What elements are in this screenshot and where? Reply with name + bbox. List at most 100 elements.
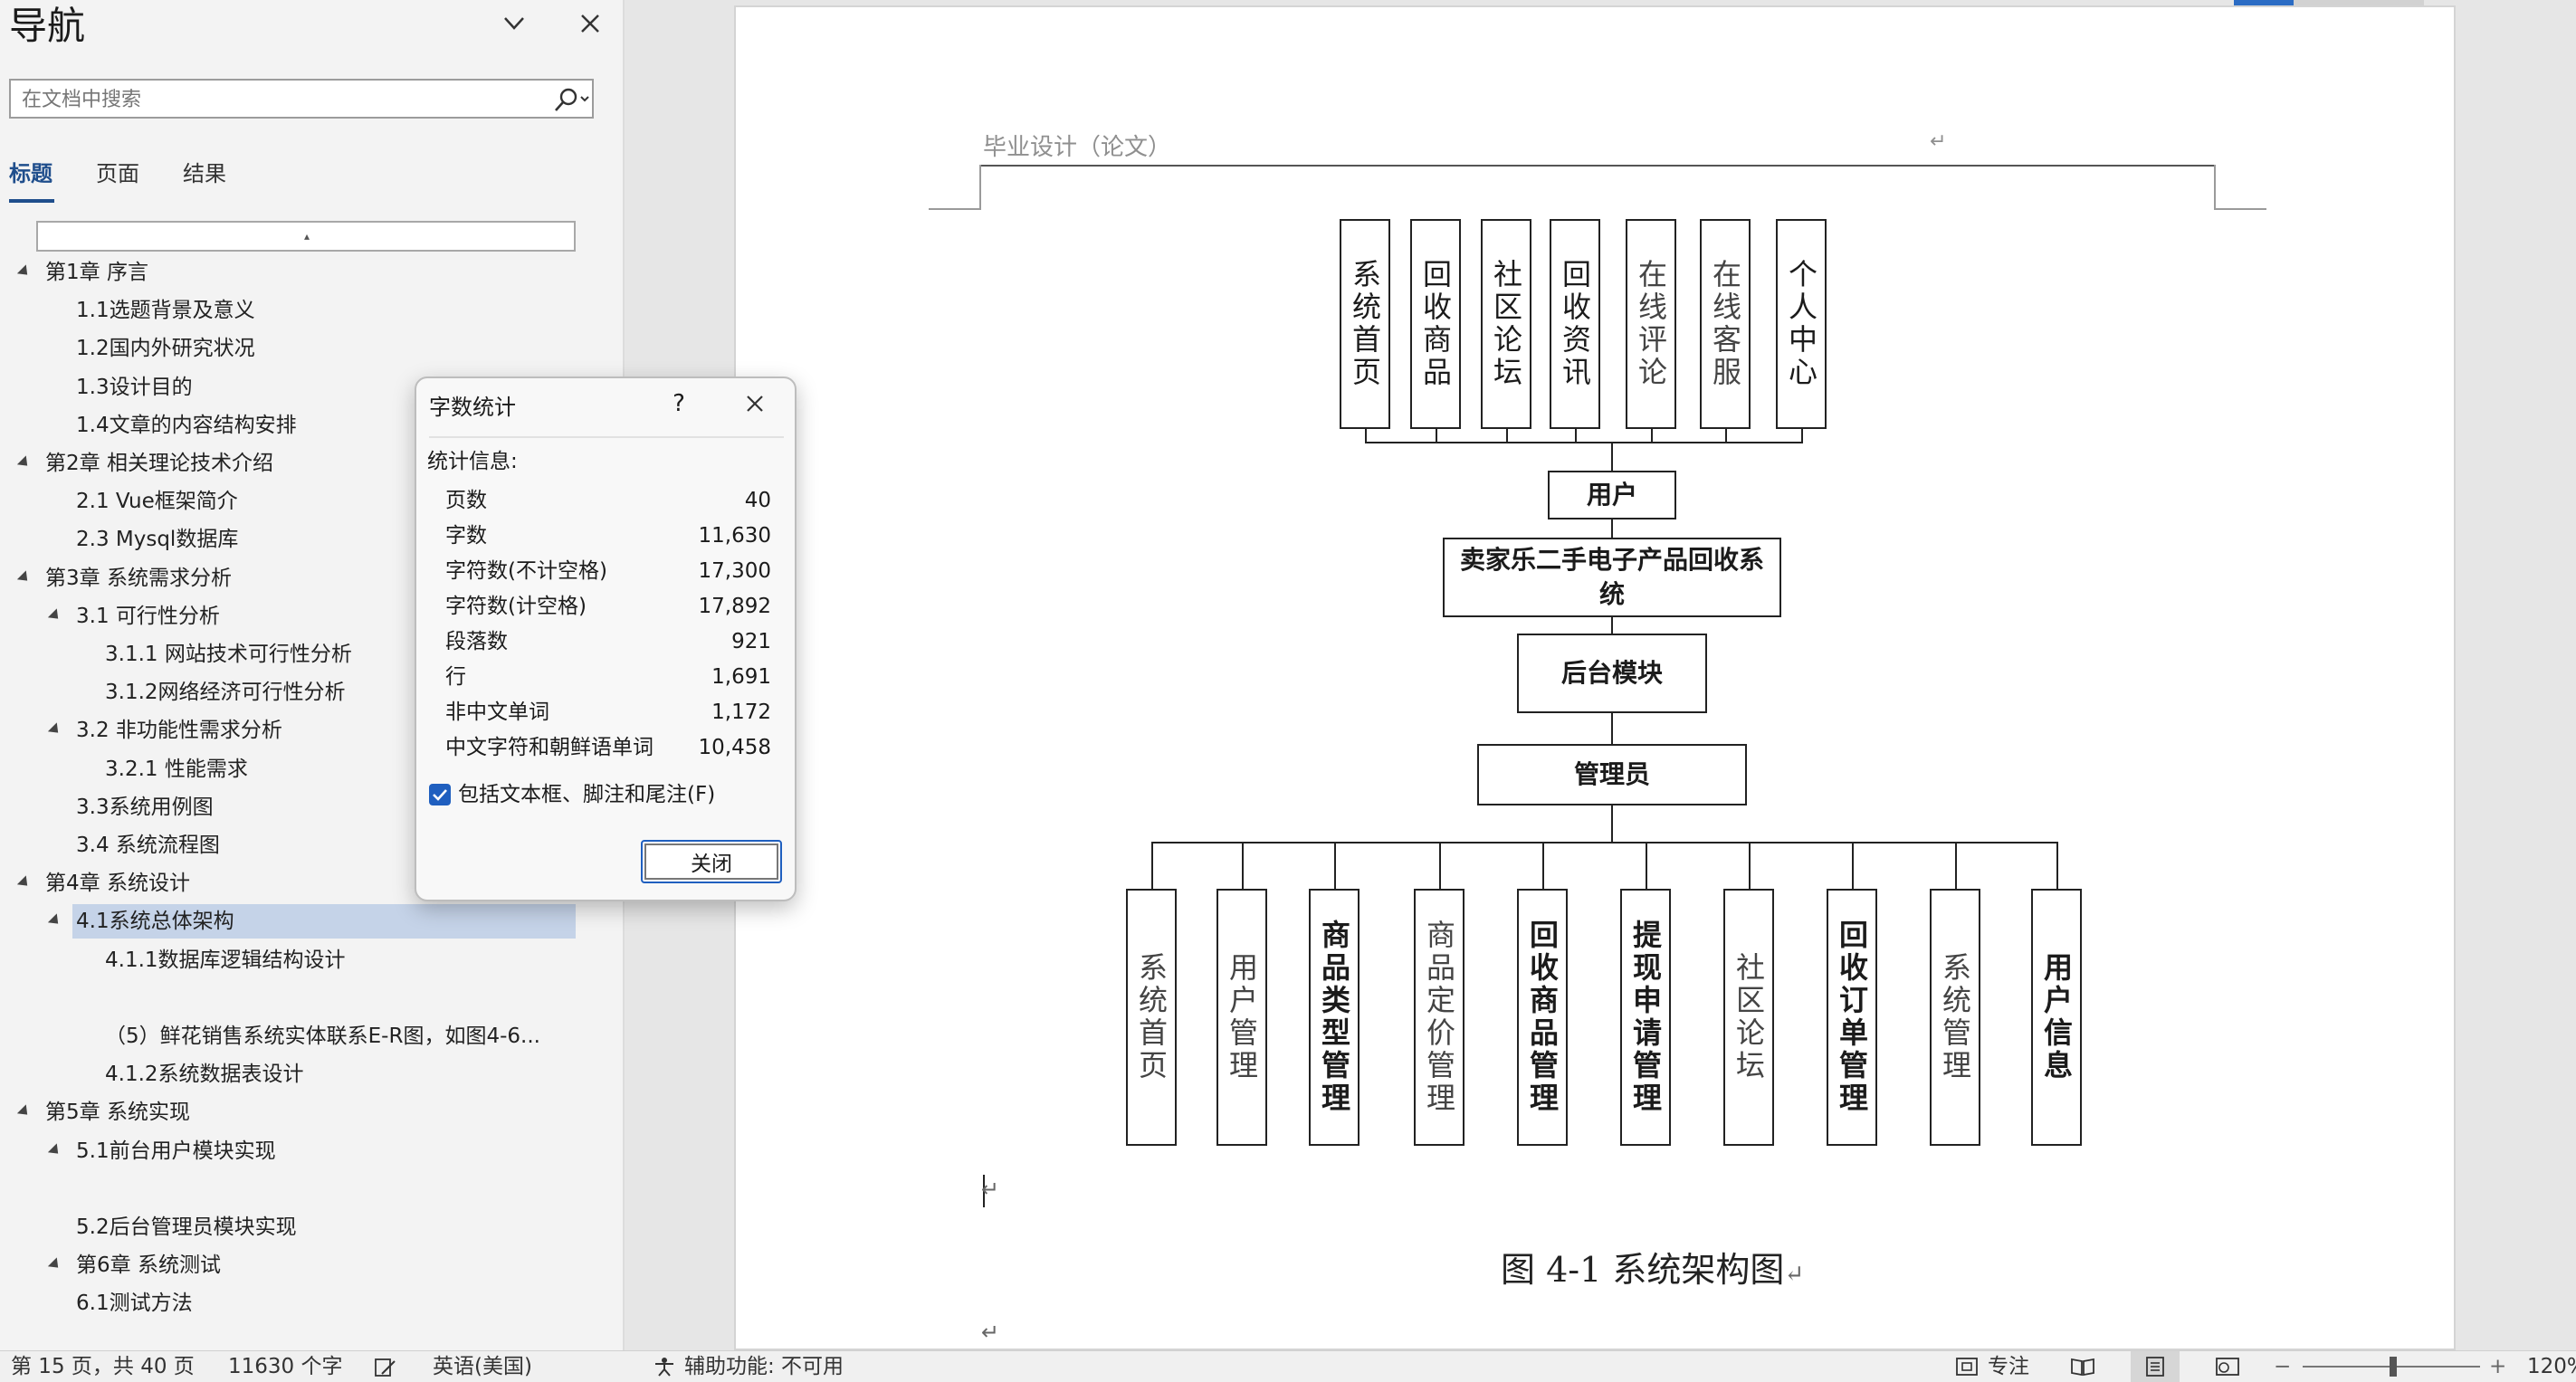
stat-value: 10,458 [698, 736, 771, 759]
expand-triangle-icon[interactable] [47, 1257, 63, 1272]
nav-heading-item[interactable]: 第5章 系统实现 [0, 1095, 615, 1129]
word-count[interactable]: 11630 个字 [228, 1355, 343, 1378]
nav-heading-item[interactable]: 2.3 Mysql数据库 [0, 522, 615, 557]
bottom-module-box: 用户信息 [2031, 889, 2082, 1146]
expand-triangle-icon[interactable] [16, 569, 33, 586]
tab-results[interactable]: 结果 [183, 161, 226, 186]
connector-line [1651, 429, 1653, 443]
nav-heading-item[interactable]: 4.1系统总体架构 [47, 904, 576, 939]
close-button[interactable]: 关闭 [641, 840, 782, 883]
nav-heading-item[interactable]: 5.1前台用户模块实现 [0, 1134, 615, 1168]
bottom-module-box: 商品定价管理 [1414, 889, 1465, 1146]
expand-triangle-icon[interactable] [47, 1142, 63, 1158]
close-icon[interactable] [739, 387, 771, 420]
crop-mark [2214, 208, 2266, 210]
bottom-module-box: 回收商品管理 [1517, 889, 1568, 1146]
chevron-down-icon[interactable] [494, 4, 534, 43]
nav-heading-item[interactable]: 3.1 可行性分析 [0, 599, 615, 634]
close-icon[interactable] [570, 4, 610, 43]
connector-line [1955, 842, 1957, 889]
expand-triangle-icon[interactable] [47, 913, 63, 929]
scroll-indicator[interactable] [2234, 0, 2294, 5]
tab-pages[interactable]: 页面 [96, 161, 139, 186]
nav-heading-item[interactable]: 第2章 相关理论技术介绍 [0, 446, 615, 481]
tab-headings[interactable]: 标题 [9, 161, 52, 186]
nav-heading-item[interactable]: 3.4 系统流程图 [0, 828, 615, 863]
read-mode-icon[interactable] [2069, 1356, 2096, 1377]
help-icon[interactable]: ? [673, 390, 685, 417]
zoom-level[interactable]: 120% [2527, 1355, 2576, 1378]
nav-heading-label: 5.1前台用户模块实现 [76, 1139, 276, 1163]
nav-heading-item[interactable]: 1.1选题背景及意义 [0, 293, 615, 328]
nav-title: 导航 [9, 4, 86, 48]
stat-row: 字数 11,630 [445, 519, 771, 553]
expand-triangle-icon[interactable] [16, 1104, 33, 1120]
search-icon[interactable] [552, 86, 592, 113]
search-box [9, 79, 594, 119]
focus-icon[interactable] [1953, 1356, 1980, 1377]
top-module-box: 系统首页 [1340, 219, 1390, 429]
nav-heading-label: 3.1.1 网站技术可行性分析 [105, 643, 352, 666]
focus-label[interactable]: 专注 [1988, 1355, 2029, 1378]
expand-triangle-icon[interactable] [16, 264, 33, 280]
nav-heading-item[interactable]: 3.2 非功能性需求分析 [0, 713, 615, 748]
stat-value: 11,630 [698, 524, 771, 548]
nav-heading-item[interactable]: 第4章 系统设计 [0, 866, 615, 901]
connector-line [1801, 429, 1803, 443]
language-indicator[interactable]: 英语(美国) [433, 1355, 532, 1378]
nav-heading-item[interactable]: 2.1 Vue框架简介 [0, 484, 615, 519]
nav-heading-item[interactable]: 第6章 系统测试 [0, 1248, 615, 1282]
stat-value: 17,892 [698, 595, 771, 618]
nav-heading-label: 2.1 Vue框架简介 [76, 490, 238, 514]
nav-heading-item[interactable]: 第3章 系统需求分析 [0, 561, 615, 596]
zoom-out-icon[interactable]: − [2274, 1355, 2292, 1378]
nav-heading-item[interactable]: 第1章 序言 [0, 255, 615, 290]
nav-heading-item[interactable] [0, 1172, 615, 1206]
stat-label: 中文字符和朝鲜语单词 [445, 736, 654, 759]
print-layout-icon[interactable] [2142, 1356, 2169, 1377]
include-textbox-checkbox[interactable] [429, 784, 451, 805]
nav-heading-item[interactable]: 4.1.1数据库逻辑结构设计 [0, 943, 615, 977]
nav-heading-item[interactable]: 3.1.1 网站技术可行性分析 [0, 637, 615, 672]
nav-heading-item[interactable]: 3.2.1 性能需求 [0, 752, 615, 786]
connector-line [1439, 842, 1441, 889]
accessibility-status[interactable]: 辅助功能: 不可用 [684, 1355, 844, 1378]
nav-heading-item[interactable]: 5.2后台管理员模块实现 [0, 1210, 615, 1244]
page-header-text: 毕业设计（论文） [983, 134, 1172, 161]
accessibility-icon[interactable] [652, 1356, 677, 1377]
backend-box: 后台模块 [1517, 634, 1707, 713]
nav-heading-item[interactable]: 1.2国内外研究状况 [0, 331, 615, 366]
nav-heading-item[interactable]: 4.1.2系统数据表设计 [0, 1057, 615, 1091]
expand-triangle-icon[interactable] [47, 722, 63, 739]
zoom-slider-thumb[interactable] [2390, 1357, 2397, 1377]
nav-heading-item[interactable]: 1.3设计目的 [0, 370, 615, 405]
nav-heading-item[interactable] [0, 981, 615, 1015]
nav-heading-label: 第5章 系统实现 [45, 1101, 190, 1125]
search-input[interactable] [20, 81, 539, 119]
connector-line [1151, 842, 1153, 889]
heading-filter-bar[interactable]: ▴ [36, 221, 576, 252]
checkbox-label[interactable]: 包括文本框、脚注和尾注(F) [458, 783, 716, 806]
nav-heading-label: 1.1选题背景及意义 [76, 299, 255, 323]
zoom-in-icon[interactable]: + [2489, 1355, 2507, 1378]
expand-triangle-icon[interactable] [47, 608, 63, 624]
nav-heading-item[interactable]: 1.4文章的内容结构安排 [0, 408, 615, 443]
nav-heading-item[interactable]: 3.3系统用例图 [0, 790, 615, 824]
nav-heading-item[interactable]: 3.1.2网络经济可行性分析 [0, 675, 615, 710]
connector-line [1725, 429, 1727, 443]
crop-mark [2214, 165, 2216, 210]
nav-heading-item[interactable]: 6.1测试方法 [0, 1286, 615, 1320]
paragraph-mark: ↵ [981, 1320, 1000, 1345]
bottom-module-box: 回收订单管理 [1827, 889, 1877, 1146]
web-layout-icon[interactable] [2214, 1356, 2241, 1377]
page-count[interactable]: 第 15 页，共 40 页 [11, 1355, 195, 1378]
connector-line [1575, 429, 1577, 443]
connector-line [1151, 842, 2058, 843]
expand-triangle-icon[interactable] [16, 455, 33, 471]
proofing-icon[interactable] [373, 1357, 398, 1378]
connector-line [1506, 429, 1508, 443]
nav-heading-item[interactable]: （5）鲜花销售系统实体联系E-R图，如图4-6... [0, 1019, 615, 1053]
admin-box: 管理员 [1477, 744, 1747, 805]
user-box: 用户 [1548, 471, 1676, 519]
expand-triangle-icon[interactable] [16, 875, 33, 891]
